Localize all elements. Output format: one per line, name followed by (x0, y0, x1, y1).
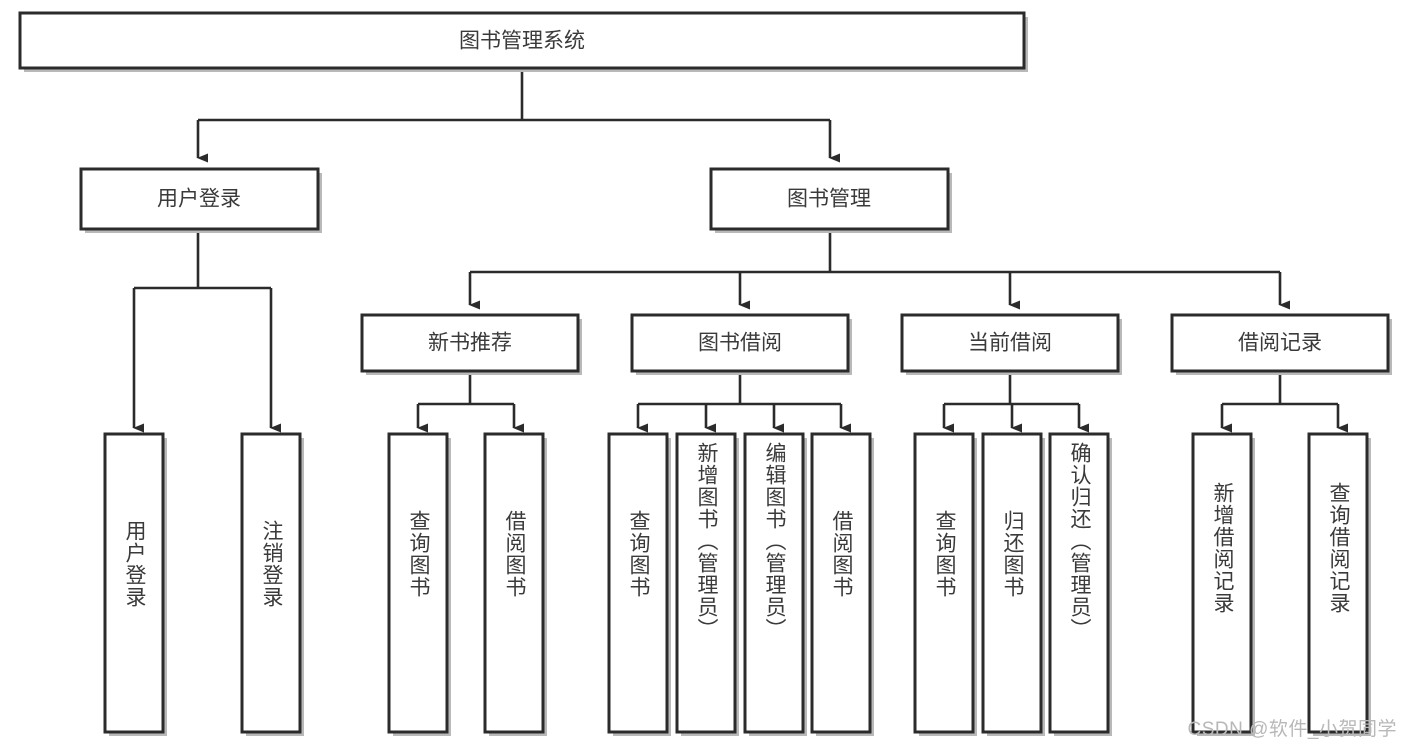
connector-group-user-login (132, 233, 281, 433)
node-leaf-user-login[interactable] (103, 432, 167, 736)
node-leaf-query-book-3[interactable] (913, 432, 977, 736)
node-title[interactable]: 图书管理系统 (18, 11, 1028, 72)
node-title-label: 图书管理系统 (459, 30, 585, 53)
node-user-login-label: 用户登录 (157, 188, 241, 211)
connector-group-borrow-record (1220, 375, 1348, 433)
node-leaf-confirm-return[interactable] (1048, 432, 1112, 736)
node-leaf-query-book-1[interactable] (387, 432, 451, 736)
node-user-login[interactable]: 用户登录 (79, 167, 322, 233)
node-leaf-query-record[interactable] (1307, 432, 1371, 736)
node-book-borrow-label: 图书借阅 (698, 332, 782, 355)
connector-group-book-borrow (636, 375, 851, 433)
node-book-borrow[interactable]: 图书借阅 (630, 313, 852, 375)
node-current-borrow[interactable]: 当前借阅 (900, 313, 1122, 375)
node-borrow-record-label: 借阅记录 (1238, 332, 1322, 355)
node-leaf-logout-login[interactable] (240, 432, 304, 736)
node-leaf-query-book-2[interactable] (607, 432, 671, 736)
connector-group-current-borrow (942, 375, 1089, 433)
node-borrow-record[interactable]: 借阅记录 (1170, 313, 1392, 375)
node-new-book-recommend-label: 新书推荐 (428, 332, 512, 355)
node-current-borrow-label: 当前借阅 (968, 332, 1052, 355)
node-leaf-edit-book[interactable] (743, 432, 807, 736)
node-leaf-borrow-book-1[interactable] (483, 432, 547, 736)
node-leaf-return-book[interactable] (981, 432, 1045, 736)
node-book-management-label: 图书管理 (787, 188, 871, 211)
node-new-book-recommend[interactable]: 新书推荐 (360, 313, 582, 375)
node-leaf-add-book[interactable] (675, 432, 739, 736)
node-leaf-borrow-book-2[interactable] (810, 432, 874, 736)
node-book-management[interactable]: 图书管理 (709, 167, 952, 233)
node-leaf-add-record[interactable] (1191, 432, 1255, 736)
connector-group-new-book-recommend (416, 375, 524, 433)
connector-group-book-management (468, 233, 1290, 310)
connector-group-root (196, 68, 840, 163)
watermark-text: CSDN @软件_小贺同学 (1187, 719, 1397, 740)
